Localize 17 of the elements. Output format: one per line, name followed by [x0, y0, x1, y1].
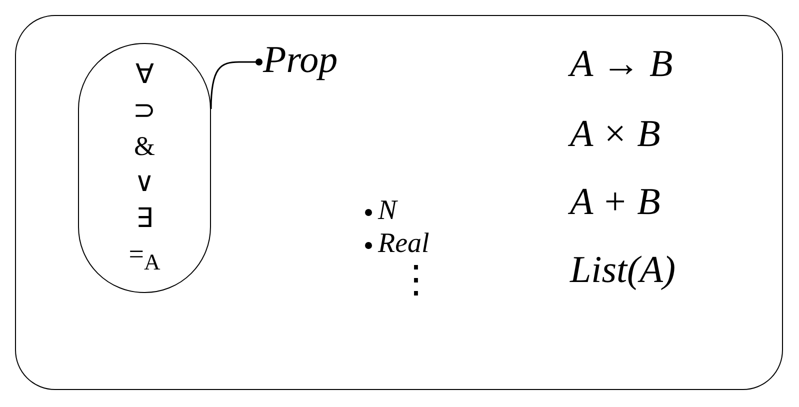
symbol-box	[78, 43, 211, 293]
type-name: A → B	[570, 42, 673, 86]
logic-symbol: &	[134, 130, 155, 163]
frame-box	[15, 15, 783, 390]
type-name: Prop	[263, 38, 338, 82]
logic-symbol: =$_{A}$	[128, 238, 160, 276]
logic-symbol: ⊃	[133, 94, 156, 127]
logic-symbol: ∃	[136, 202, 153, 235]
logic-symbol: ∀	[136, 58, 154, 91]
type-name: List(A)	[570, 248, 676, 292]
type-name: Real	[378, 228, 430, 260]
type-name: A × B	[570, 112, 660, 156]
type-name: A + B	[570, 180, 660, 224]
type-name: N	[378, 195, 397, 227]
type-name: ⋮	[397, 258, 435, 302]
logic-symbol: ∨	[134, 166, 154, 199]
connector-line	[210, 58, 262, 110]
